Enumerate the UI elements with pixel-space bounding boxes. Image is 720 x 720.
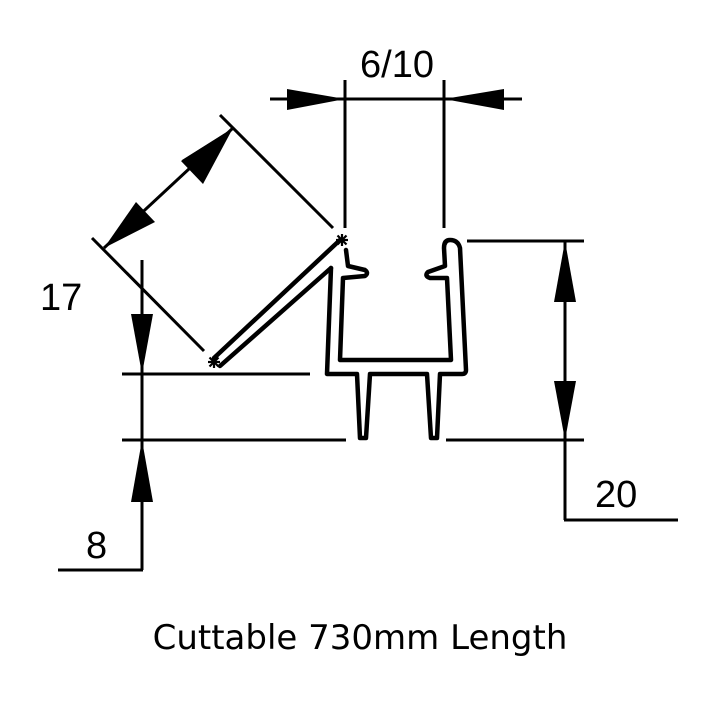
arrow-up-right-head xyxy=(181,128,233,184)
hinge-marker-bottom xyxy=(208,356,220,368)
seal-profile xyxy=(208,234,469,441)
arrow-down-left-head xyxy=(104,202,155,248)
dimension-label-overall: 20 xyxy=(595,474,637,516)
extension-line-lower xyxy=(90,236,206,353)
dimension-label-flap: 17 xyxy=(40,277,82,319)
profile-outline xyxy=(324,237,469,441)
dimension-flap-length: 17 xyxy=(40,113,335,353)
dimension-overall-height: 20 xyxy=(446,239,678,522)
extension-line-upper xyxy=(218,113,335,230)
arrow-up xyxy=(554,241,576,302)
flap-outer-edge xyxy=(211,237,343,361)
arrow-down xyxy=(131,314,153,374)
dimension-glass-thickness: 6/10 xyxy=(270,44,522,228)
arrow-left xyxy=(444,89,504,110)
dimension-label-fin: 8 xyxy=(86,525,107,567)
arrow-up xyxy=(131,440,153,502)
dimension-fin-height: 8 xyxy=(58,260,346,572)
hinge-marker-top xyxy=(336,234,348,246)
flap-inner-edge xyxy=(217,265,334,369)
dimension-label-glass: 6/10 xyxy=(360,44,434,86)
arrow-right xyxy=(287,89,345,110)
caption-length: Cuttable 730mm Length xyxy=(152,618,568,658)
arrow-down xyxy=(554,381,576,440)
